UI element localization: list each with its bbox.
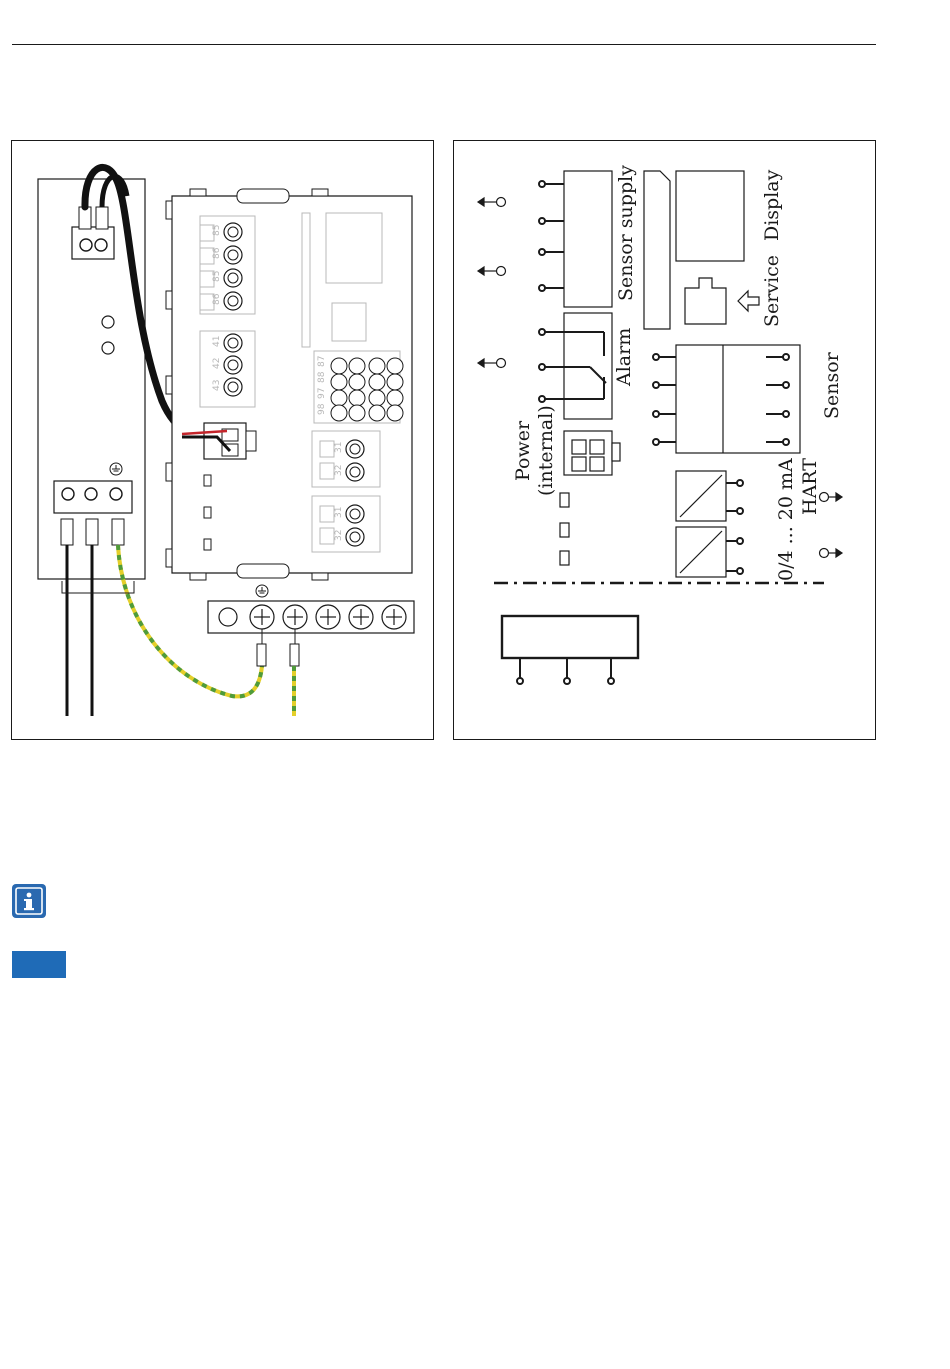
block-diagram: Sensor supply Display Service Alarm Powe… (453, 140, 876, 740)
label-hart: HART (799, 458, 821, 515)
terminal-number: 86 (212, 247, 222, 259)
terminal-number: 42 (212, 358, 222, 369)
service-box (685, 278, 726, 324)
label-sensor-supply: Sensor supply (615, 165, 637, 301)
ground-icon (256, 585, 268, 597)
terminal-number: 88 (317, 371, 327, 383)
terminal-number: 31 (334, 442, 344, 453)
terminal-number: 43 (212, 380, 222, 391)
info-icon (12, 884, 46, 918)
power-connector-symbol (564, 431, 612, 475)
ground-arrow-icon (820, 493, 843, 502)
note-tab (12, 951, 66, 978)
label-display: Display (761, 169, 783, 241)
label-current-output: 0/4 ... 20 mA (775, 458, 797, 581)
ground-arrow-icon (478, 359, 506, 368)
block-diagram-drawing: Sensor supply Display Service Alarm Powe… (454, 141, 875, 739)
terminal-number: 87 (317, 356, 327, 367)
label-power: Power (512, 420, 534, 481)
terminal-number: 32 (334, 465, 344, 476)
top-rule (12, 44, 876, 45)
label-alarm: Alarm (613, 328, 635, 387)
label-sensor: Sensor (821, 351, 843, 419)
terminal-number: 32 (334, 530, 344, 541)
terminal-block-mid: 41 42 43 (212, 334, 242, 396)
terminal-number: 98 (317, 403, 327, 415)
sensor-supply-box (564, 171, 612, 307)
top-connector (72, 227, 114, 259)
terminal-number: 97 (317, 388, 327, 399)
ground-arrow-icon (478, 198, 506, 207)
sensor-box (676, 345, 800, 453)
terminal-number: 31 (334, 507, 344, 518)
ground-arrow-icon (478, 267, 506, 276)
wiring-drawing: 85 86 85 86 41 42 43 (12, 141, 433, 739)
label-service: Service (761, 255, 783, 327)
display-box (676, 171, 744, 261)
power-unit-box (502, 616, 638, 658)
service-arrow-icon (738, 291, 759, 311)
terminal-number: 41 (212, 336, 222, 347)
terminal-number: 86 (212, 293, 222, 305)
terminal-number: 85 (212, 271, 222, 282)
terminal-number: 85 (212, 225, 222, 236)
wiring-figure: 85 86 85 86 41 42 43 (11, 140, 434, 740)
ground-arrow-icon (820, 549, 843, 558)
label-internal: (internal) (535, 405, 557, 496)
